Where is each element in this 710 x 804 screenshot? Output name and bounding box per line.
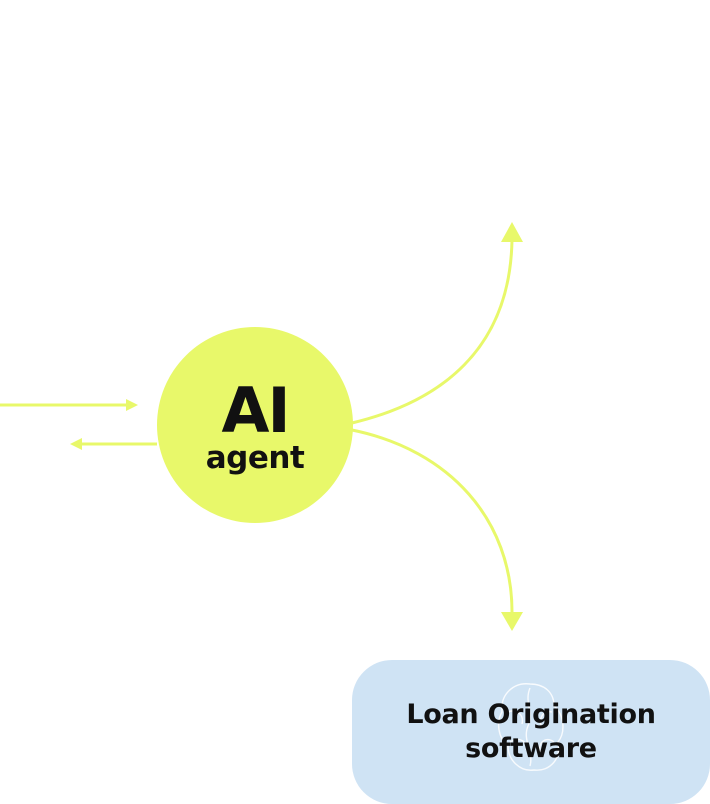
lower-branch-arrowhead [501,612,523,631]
lower-branch-connector [351,428,514,613]
incoming-arrowhead [126,399,138,411]
loan-origination-node: Loan Origination software [352,660,710,804]
brain-outline-icon [497,683,564,771]
ai-agent-title: AI [221,374,290,447]
ai-agent-node: AI agent [157,327,353,523]
loan-origination-label: Loan Origination software [406,699,656,764]
upper-branch-arrowhead [501,222,523,242]
ai-agent-subtitle: agent [205,440,305,476]
outgoing-arrowhead [70,438,82,450]
upper-branch-connector [351,239,514,425]
